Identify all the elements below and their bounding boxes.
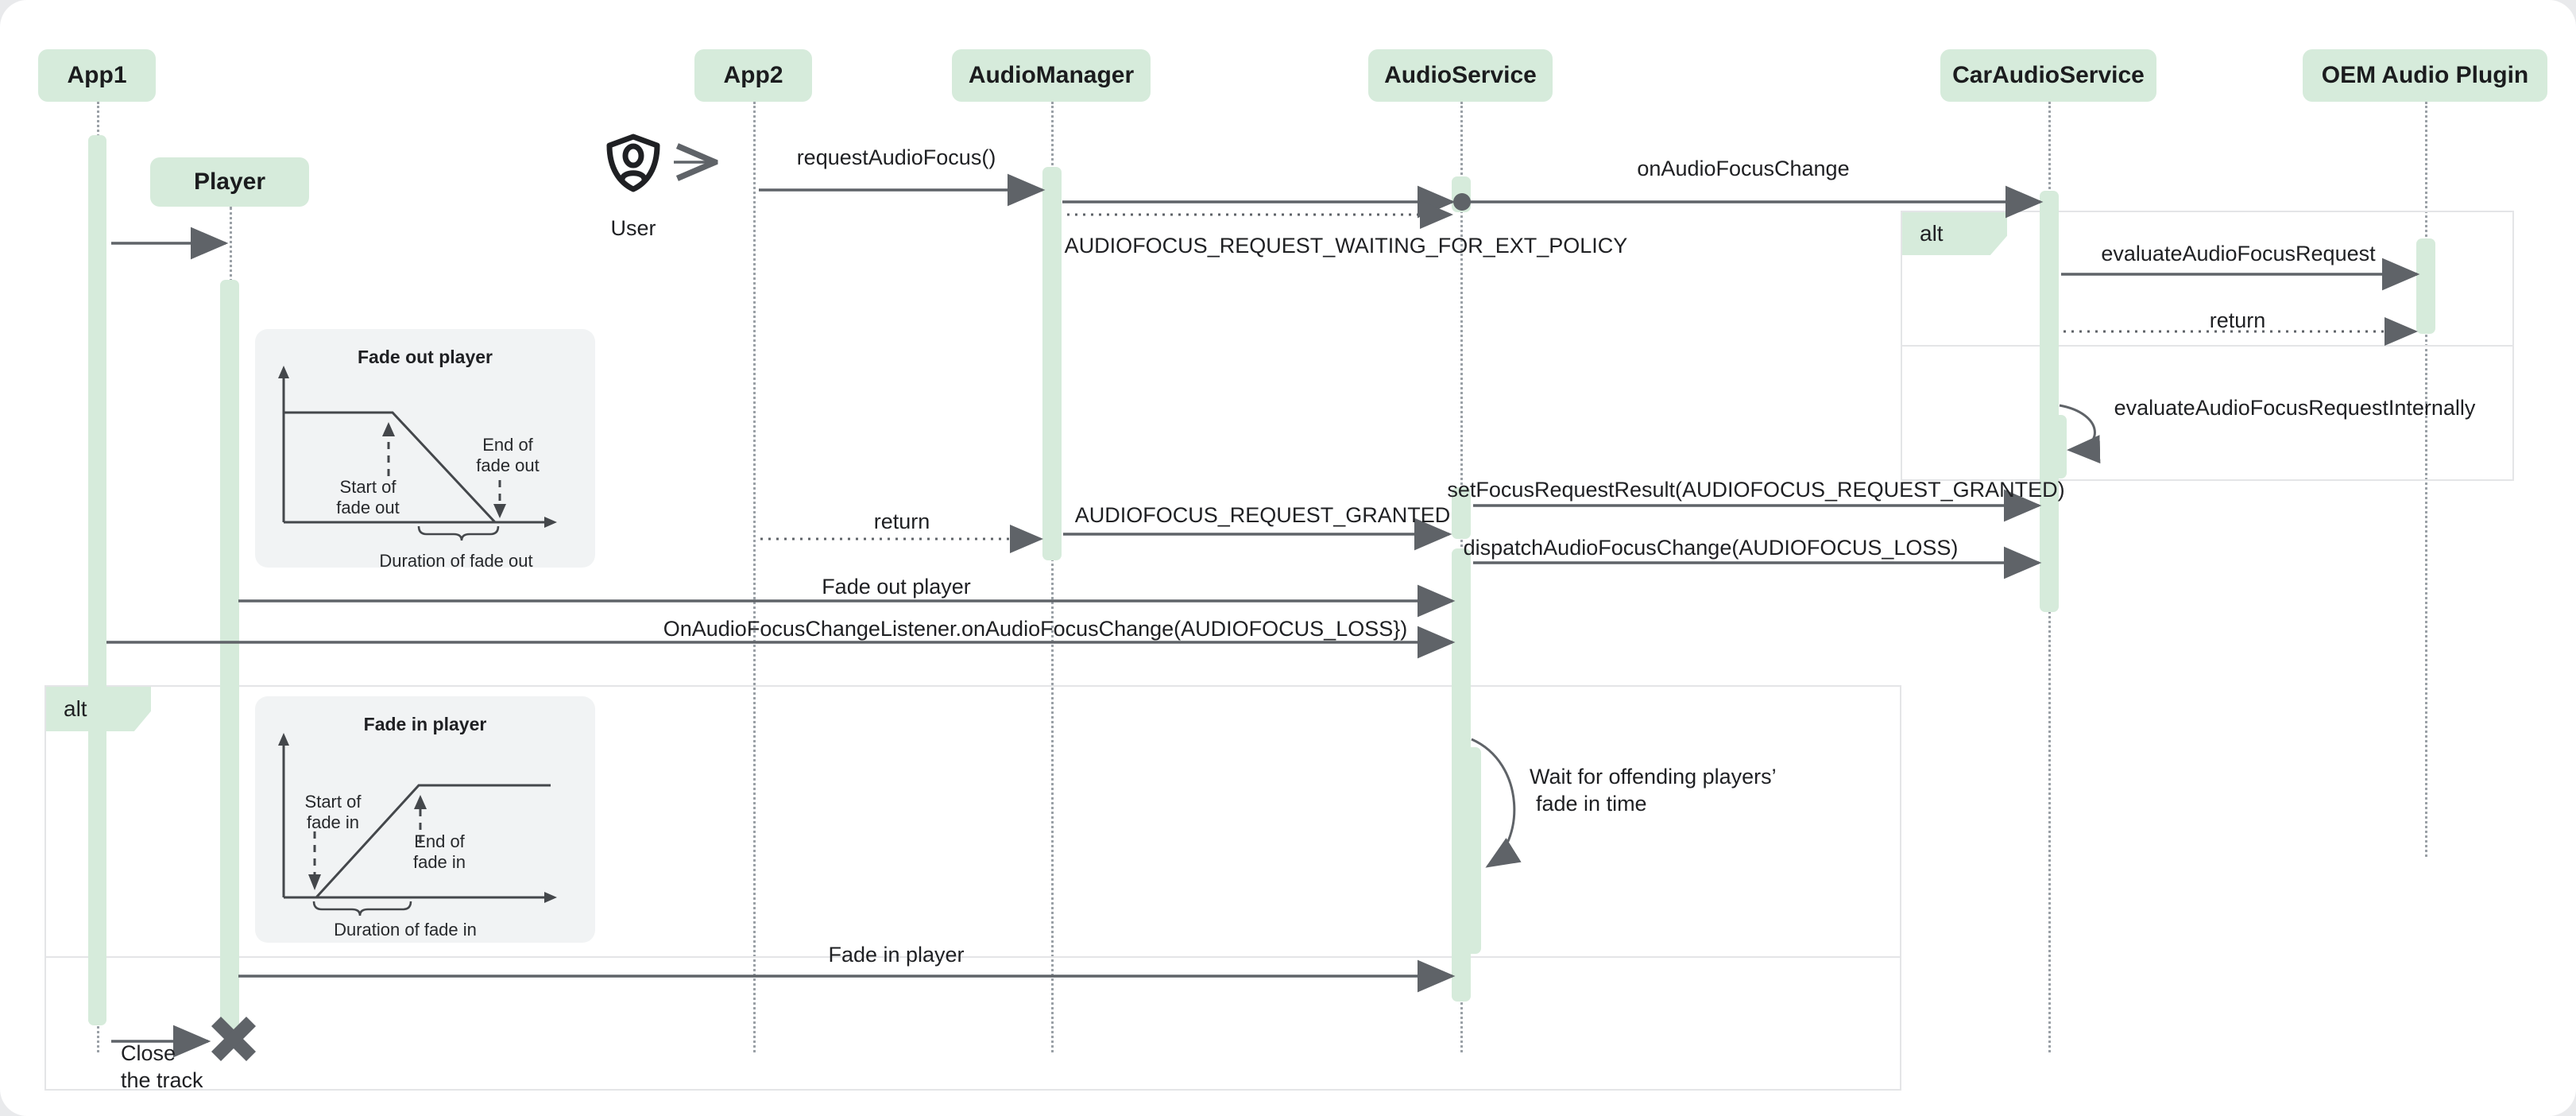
participant-audioservice[interactable]: AudioService [1368,49,1553,102]
participant-caraudioservice[interactable]: CarAudioService [1940,49,2156,102]
activation-caraudioservice-self [2048,415,2067,479]
fadeout-start-line2: fade out [336,498,400,518]
label-m9: return [873,510,930,533]
note-fade-in-duration-label: Duration of fade in [334,920,477,940]
label-m13-line2: fade in time [1536,791,1647,816]
fadein-start-line2: fade in [306,812,360,833]
label-m13: Wait for offending players’ fade in time [1530,764,1777,818]
participant-player-label: Player [193,169,266,195]
activation-audioservice-self [1462,747,1481,954]
label-m5: return [2209,308,2266,332]
participant-app1-label: App1 [67,62,127,88]
fadein-end-line2: fade in [412,852,466,873]
participant-audioservice-label: AudioService [1384,62,1537,88]
label-m0: requestAudioFocus() [796,145,996,169]
label-m6: evaluateAudioFocusRequestInternally [2114,396,2476,420]
label-m10: dispatchAudioFocusChange(AUDIOFOCUS_LOSS… [1463,536,1959,560]
fadeout-end-line2: fade out [476,455,540,476]
label-m3: AUDIOFOCUS_REQUEST_WAITING_FOR_EXT_POLIC… [1064,234,1628,258]
label-m14: Fade in player [828,943,965,967]
label-m8: AUDIOFOCUS_REQUEST_GRANTED [1074,503,1451,527]
label-m15-line1: Close [121,1041,176,1065]
fadein-end-line1: End of [414,831,465,851]
label-m13-line1: Wait for offending players’ [1530,765,1777,789]
user-actor-label: User [586,216,681,241]
fadein-start-line1: Start of [304,792,362,812]
activation-audioservice-2 [1452,487,1471,539]
participant-oemplugin-label: OEM Audio Plugin [2321,62,2529,88]
activation-app1 [88,135,106,1025]
note-fade-out-duration-label: Duration of fade out [379,551,533,571]
label-m7: setFocusRequestResult(AUDIOFOCUS_REQUEST… [1447,478,2065,502]
note-fade-out-end-label: End of fade out [459,435,556,477]
activation-audioservice-1 [1452,176,1471,212]
activation-audiomanager [1042,167,1062,560]
note-fade-in-end-label: End of fade in [391,831,488,874]
participant-app1[interactable]: App1 [38,49,156,102]
activation-oemplugin [2416,238,2435,334]
activation-caraudioservice [2040,191,2059,612]
label-m2: onAudioFocusChange [1637,157,1850,180]
fragment-alt-app1 [44,685,1901,1091]
fragment-alt-app1-label: alt [64,696,87,721]
label-m15: Close the track [121,1040,203,1095]
label-m4: evaluateAudioFocusRequest [2101,242,2376,265]
participant-audiomanager[interactable]: AudioManager [952,49,1151,102]
participant-audiomanager-label: AudioManager [968,62,1135,88]
participant-caraudioservice-label: CarAudioService [1952,62,2145,88]
note-fade-out-title: Fade out player [358,347,493,367]
lifeline-app2 [753,102,756,1052]
user-label-text: User [610,216,656,240]
note-fade-out-start-label: Start of fade out [317,477,419,519]
fragment-alt-app1-divider [44,956,1901,958]
note-fade-in-start-label: Start of fade in [282,792,384,834]
fadeout-start-line1: Start of [339,477,396,497]
fadeout-end-line1: End of [482,435,533,455]
label-m12: OnAudioFocusChangeListener.onAudioFocusC… [663,617,1408,641]
note-fade-in-title: Fade in player [363,714,487,734]
fragment-alt-oem-tag: alt [1902,212,2007,255]
fragment-alt-oem-divider [1901,345,2514,347]
activation-player [220,280,239,1033]
label-m15-line2: the track [121,1068,203,1092]
fragment-alt-oem-label: alt [1920,221,1944,246]
user-shield-icon [606,134,660,192]
lifeline-audiomanager [1051,102,1054,1052]
participant-player[interactable]: Player [150,157,309,207]
participant-app2-label: App2 [723,62,783,88]
label-m11: Fade out player [822,575,971,599]
participant-oemplugin[interactable]: OEM Audio Plugin [2303,49,2547,102]
participant-app2[interactable]: App2 [694,49,812,102]
